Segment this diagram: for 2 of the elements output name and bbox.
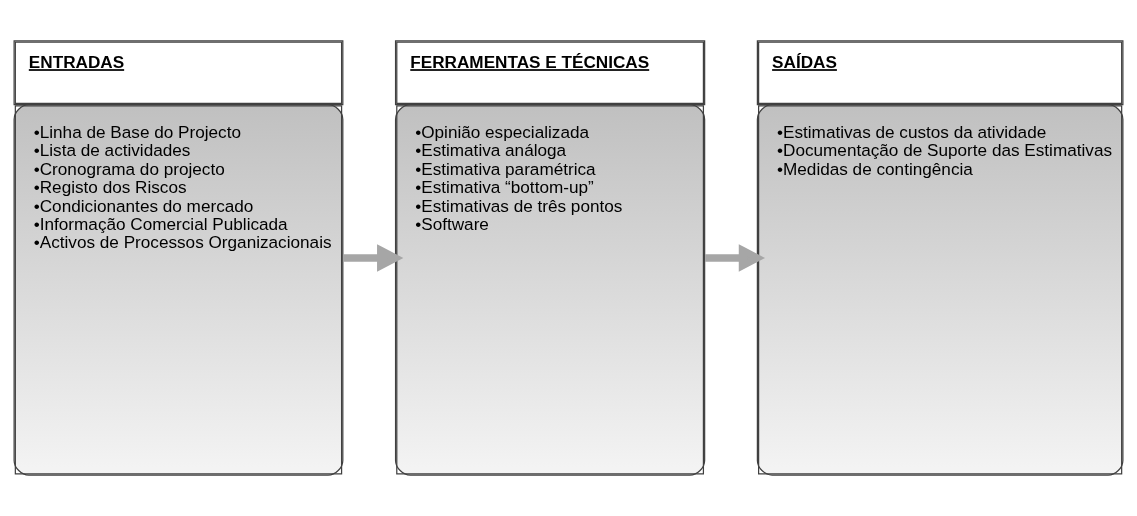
arrow bbox=[343, 244, 404, 272]
arrow bbox=[705, 244, 766, 272]
